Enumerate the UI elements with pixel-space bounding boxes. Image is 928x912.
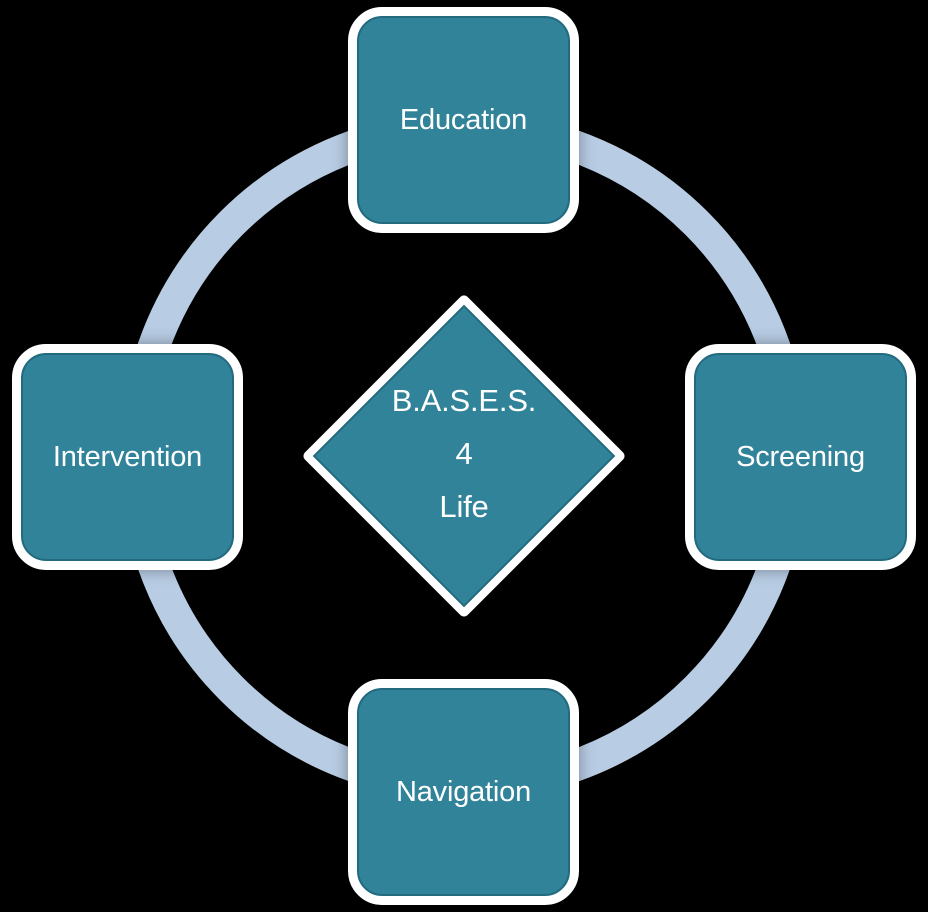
center-line-3: Life xyxy=(439,489,489,524)
node-education-label: Education xyxy=(399,103,528,136)
center-line-2: 4 xyxy=(455,436,473,471)
node-education: Education xyxy=(348,7,579,233)
node-navigation: Navigation xyxy=(348,679,579,905)
node-intervention: Intervention xyxy=(12,344,243,570)
node-intervention-label: Intervention xyxy=(52,440,203,473)
node-navigation-label: Navigation xyxy=(395,775,532,808)
node-screening: Screening xyxy=(685,344,916,570)
center-diamond-text: B.A.S.E.S. 4 Life xyxy=(314,374,614,533)
node-screening-label: Screening xyxy=(736,440,865,473)
center-line-1: B.A.S.E.S. xyxy=(391,383,537,418)
